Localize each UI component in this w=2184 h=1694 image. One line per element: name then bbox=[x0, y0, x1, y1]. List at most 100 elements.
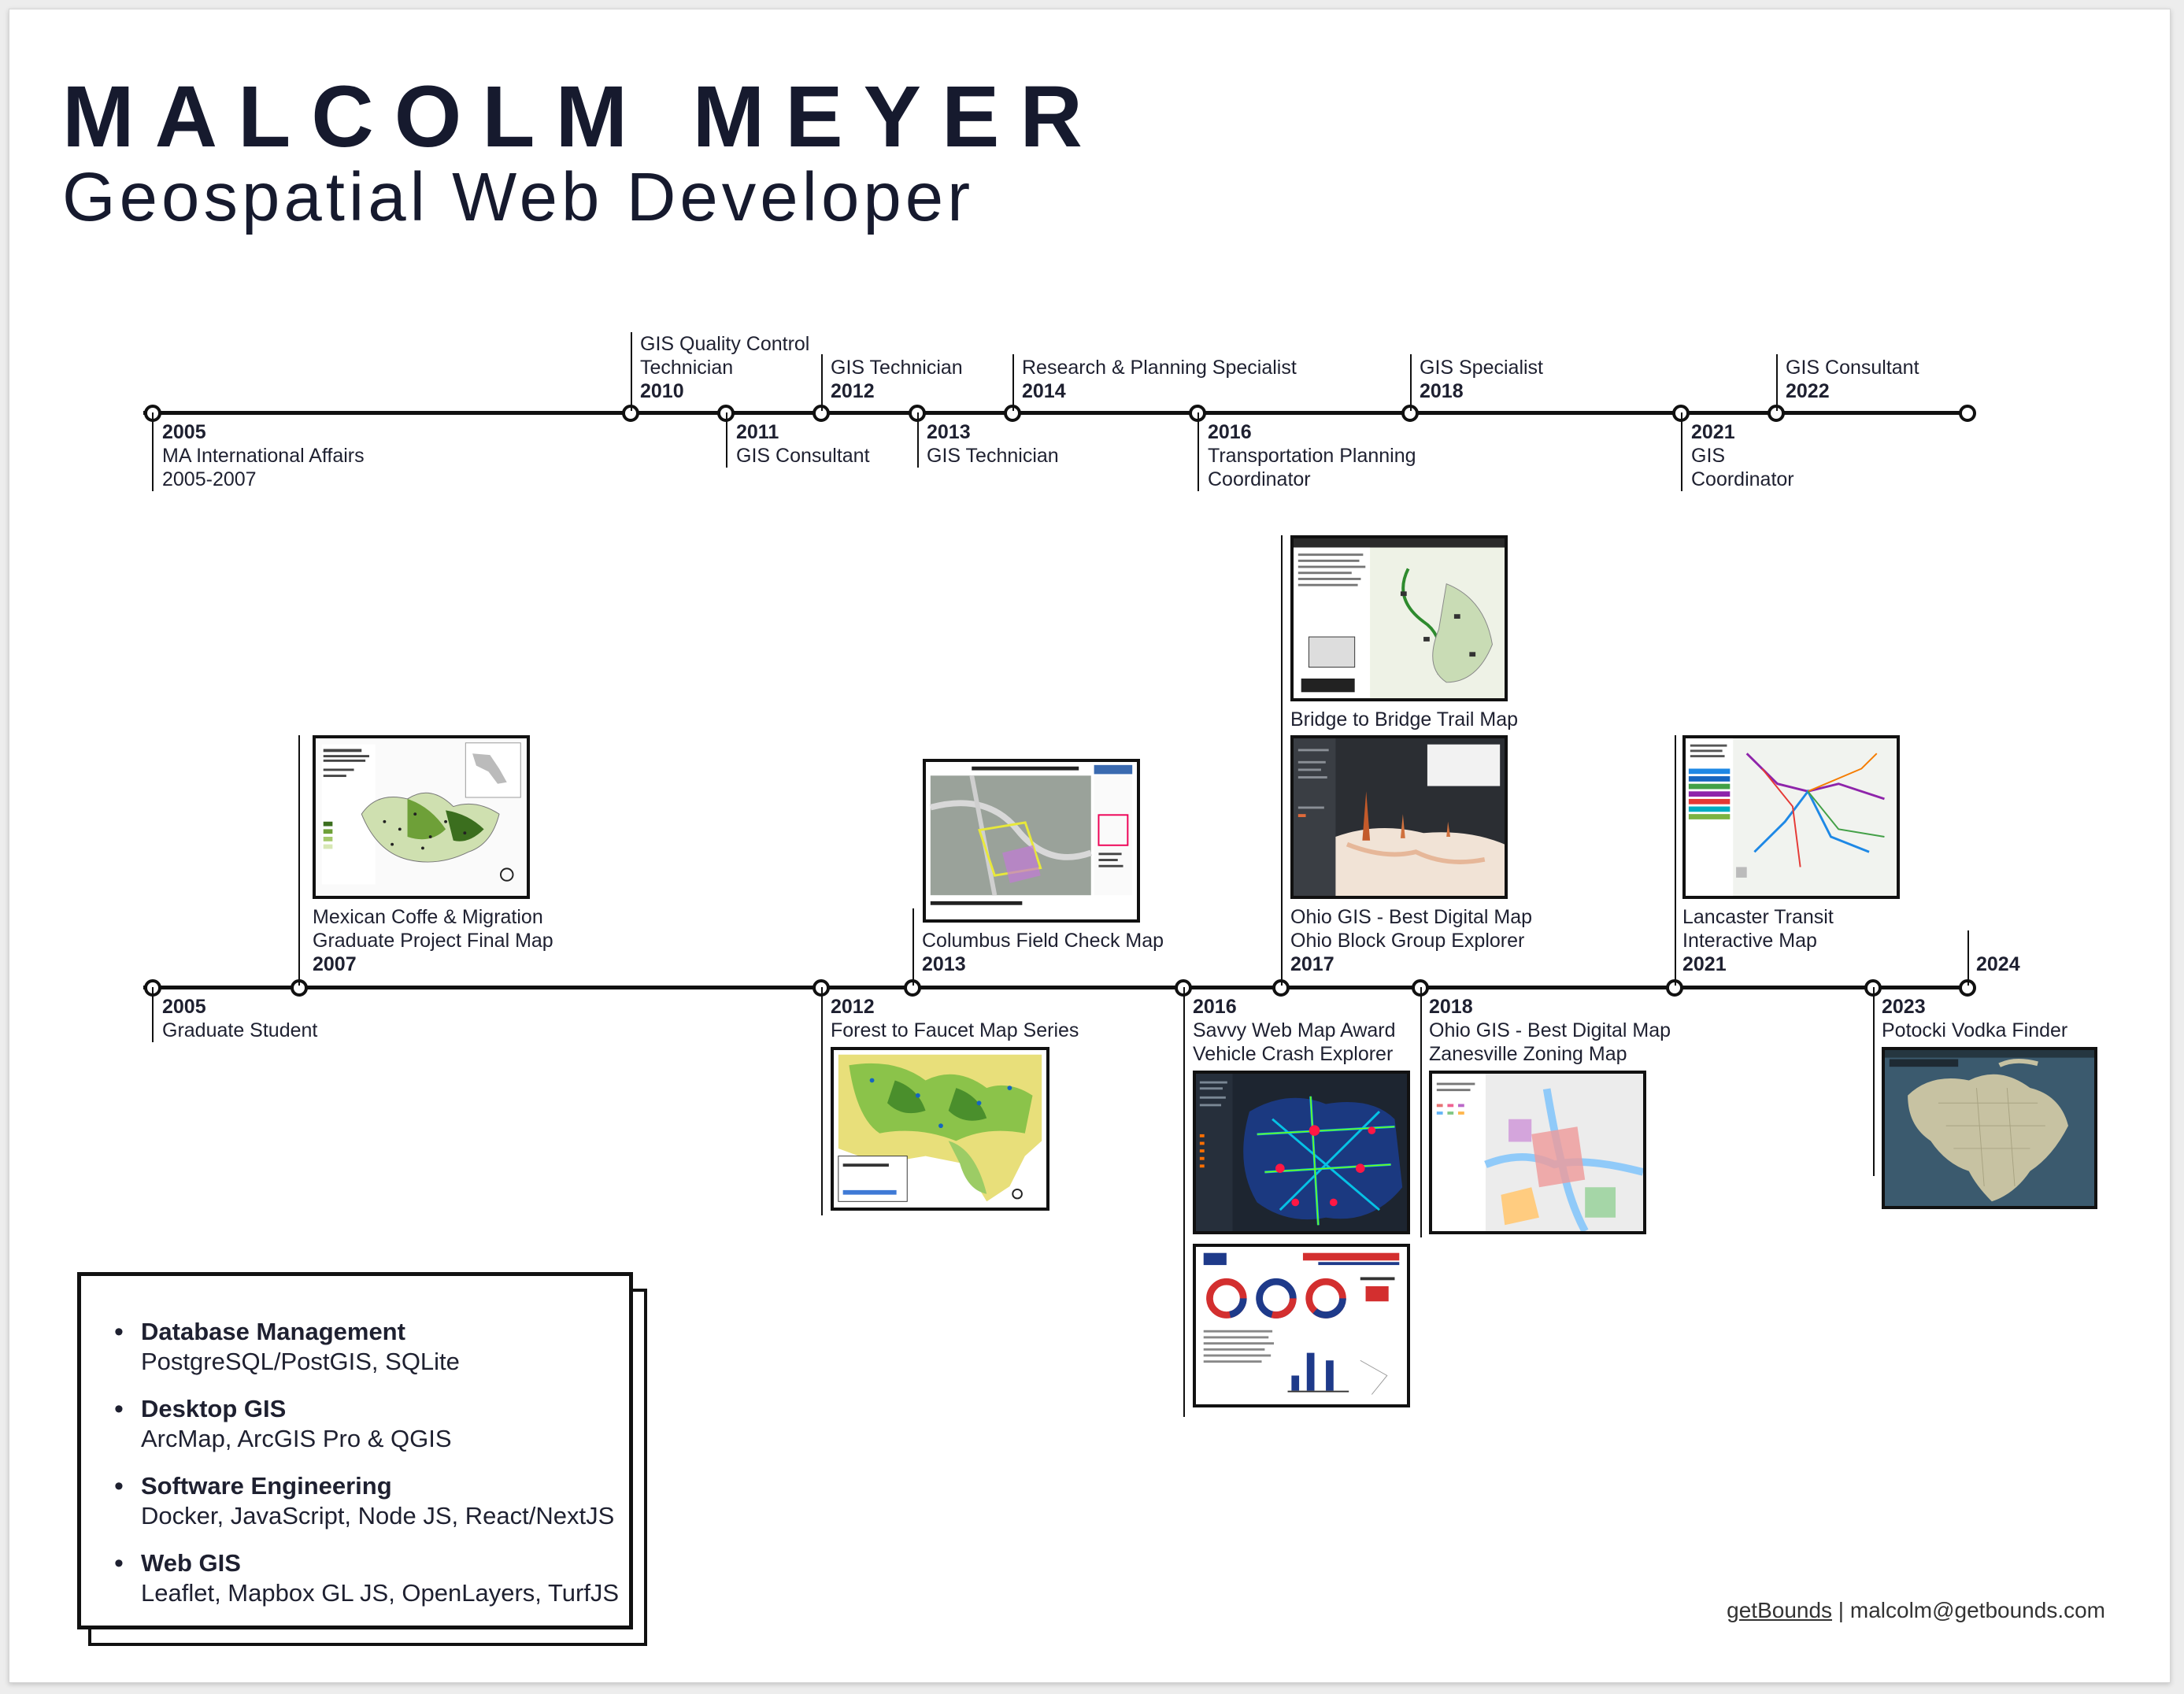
email-address[interactable]: malcolm@getbounds.com bbox=[1849, 1598, 2105, 1622]
resume-page: MALCOLM MEYER Geospatial Web Developer 2… bbox=[9, 9, 2171, 1683]
event-text: Vehicle Crash Explorer bbox=[1193, 1043, 1394, 1065]
skill-item-desktop-gis: Desktop GIS ArcMap, ArcGIS Pro & QGIS bbox=[114, 1394, 629, 1454]
event-text: GIS Quality Control bbox=[640, 333, 810, 355]
event-year: 2007 bbox=[313, 953, 357, 975]
skill-title: Web GIS bbox=[141, 1549, 241, 1577]
event-text: Potocki Vodka Finder bbox=[1882, 1019, 2068, 1041]
skill-detail: PostgreSQL/PostGIS, SQLite bbox=[141, 1348, 460, 1375]
project-event-2005: 2005 Graduate Student bbox=[162, 995, 317, 1042]
event-year: 2012 bbox=[831, 380, 875, 402]
map-thumbnail-potocki-vodka-finder[interactable] bbox=[1882, 1047, 2097, 1209]
event-text: GIS Technician bbox=[927, 445, 1059, 467]
person-name: MALCOLM MEYER bbox=[62, 68, 1103, 165]
career-tick bbox=[917, 412, 919, 468]
project-tick bbox=[152, 987, 154, 1042]
project-event-2018: 2018 Ohio GIS - Best Digital Map Zanesvi… bbox=[1429, 995, 1671, 1066]
map-thumbnail-vehicle-crash-explorer[interactable] bbox=[1193, 1071, 1410, 1234]
event-year: 2023 bbox=[1882, 996, 1926, 1018]
event-text: GIS Specialist bbox=[1420, 357, 1544, 379]
event-text: GIS Technician bbox=[831, 357, 963, 379]
event-year: 2018 bbox=[1420, 380, 1464, 402]
event-text: Bridge to Bridge Trail Map bbox=[1290, 708, 1519, 730]
career-tick bbox=[1197, 412, 1199, 491]
career-event-2022: GIS Consultant 2022 bbox=[1786, 356, 1919, 403]
event-year: 2012 bbox=[831, 996, 875, 1018]
event-text: MA International Affairs bbox=[162, 445, 365, 467]
event-year: 2024 bbox=[1976, 953, 2020, 975]
event-text: Research & Planning Specialist bbox=[1022, 357, 1297, 379]
event-year: 2022 bbox=[1786, 380, 1830, 402]
career-event-2012: GIS Technician 2012 bbox=[831, 356, 963, 403]
job-title: Geospatial Web Developer bbox=[62, 159, 975, 235]
event-year: 2013 bbox=[927, 421, 971, 443]
project-event-2012: 2012 Forest to Faucet Map Series bbox=[831, 995, 1079, 1042]
map-thumbnail-zanesville-zoning[interactable] bbox=[1429, 1071, 1646, 1234]
career-event-2005: 2005 MA International Affairs 2005-2007 bbox=[162, 420, 365, 491]
event-year: 2013 bbox=[922, 953, 966, 975]
skill-detail: Leaflet, Mapbox GL JS, OpenLayers, TurfJ… bbox=[141, 1579, 620, 1607]
career-tick bbox=[631, 332, 632, 411]
project-tick bbox=[1967, 930, 1969, 986]
event-text: Mexican Coffe & Migration bbox=[313, 906, 543, 928]
event-text: Ohio GIS - Best Digital Map bbox=[1290, 906, 1533, 928]
event-text: Forest to Faucet Map Series bbox=[831, 1019, 1079, 1041]
event-text: Coordinator bbox=[1691, 468, 1794, 490]
event-text: 2005-2007 bbox=[162, 468, 257, 490]
event-text: Columbus Field Check Map bbox=[922, 930, 1164, 952]
event-year: 2016 bbox=[1193, 996, 1237, 1018]
event-year: 2018 bbox=[1429, 996, 1473, 1018]
project-tick bbox=[912, 908, 914, 986]
career-event-2016: 2016 Transportation Planning Coordinator bbox=[1208, 420, 1416, 491]
event-year: 2010 bbox=[640, 380, 684, 402]
event-text: GIS bbox=[1691, 445, 1726, 467]
project-tick bbox=[1873, 987, 1875, 1176]
event-text: GIS Consultant bbox=[736, 445, 870, 467]
map-thumbnail-mexico-coffee-migration[interactable] bbox=[313, 735, 530, 899]
event-year: 2014 bbox=[1022, 380, 1066, 402]
map-thumbnail-columbus-field-check[interactable] bbox=[923, 759, 1140, 923]
event-text: GIS Consultant bbox=[1786, 357, 1919, 379]
career-node-end bbox=[1959, 405, 1976, 422]
event-text: Transportation Planning bbox=[1208, 445, 1416, 467]
project-tick bbox=[1183, 987, 1185, 1417]
event-text: Graduate Project Final Map bbox=[313, 930, 553, 952]
event-year: 2005 bbox=[162, 996, 206, 1018]
project-tick bbox=[1420, 987, 1422, 1237]
skill-title: Software Engineering bbox=[141, 1472, 392, 1500]
career-timeline-line bbox=[143, 411, 1974, 415]
career-tick bbox=[1410, 354, 1412, 411]
skill-detail: ArcMap, ArcGIS Pro & QGIS bbox=[141, 1425, 452, 1452]
getbounds-link[interactable]: getBounds bbox=[1727, 1598, 1833, 1622]
career-event-2018: GIS Specialist 2018 bbox=[1420, 356, 1543, 403]
project-label-bridge-trail: Bridge to Bridge Trail Map bbox=[1290, 708, 1518, 731]
career-tick bbox=[821, 354, 823, 411]
career-tick bbox=[726, 412, 727, 468]
skill-title: Database Management bbox=[141, 1318, 405, 1345]
project-tick bbox=[821, 987, 823, 1215]
project-event-2016: 2016 Savvy Web Map Award Vehicle Crash E… bbox=[1193, 995, 1396, 1066]
map-thumbnail-ohio-block-group-explorer[interactable] bbox=[1290, 735, 1508, 899]
map-thumbnail-bridge-to-bridge-trail[interactable] bbox=[1290, 535, 1508, 701]
skills-box: Database Management PostgreSQL/PostGIS, … bbox=[77, 1272, 633, 1629]
footer-contact: getBounds | malcolm@getbounds.com bbox=[1727, 1598, 2105, 1623]
skill-title: Desktop GIS bbox=[141, 1395, 287, 1422]
project-event-2007: Mexican Coffe & Migration Graduate Proje… bbox=[313, 905, 553, 976]
map-thumbnail-forest-to-faucet[interactable] bbox=[831, 1047, 1049, 1211]
event-text: Lancaster Transit bbox=[1682, 906, 1834, 928]
map-thumbnail-lancaster-transit[interactable] bbox=[1682, 735, 1900, 899]
project-event-2024: 2024 bbox=[1976, 952, 2020, 976]
event-text: Ohio GIS - Best Digital Map bbox=[1429, 1019, 1671, 1041]
career-tick bbox=[1776, 354, 1778, 411]
event-year: 2017 bbox=[1290, 953, 1334, 975]
career-event-2011: 2011 GIS Consultant bbox=[736, 420, 870, 468]
project-event-2021: Lancaster Transit Interactive Map 2021 bbox=[1682, 905, 1834, 976]
map-thumbnail-safety-snapshot[interactable] bbox=[1193, 1244, 1410, 1407]
project-event-2013: Columbus Field Check Map 2013 bbox=[922, 929, 1164, 976]
event-year: 2021 bbox=[1682, 953, 1727, 975]
skill-item-web-gis: Web GIS Leaflet, Mapbox GL JS, OpenLayer… bbox=[114, 1548, 629, 1608]
skill-detail: Docker, JavaScript, Node JS, React/NextJ… bbox=[141, 1502, 615, 1529]
project-tick bbox=[298, 735, 300, 986]
event-year: 2011 bbox=[736, 421, 779, 443]
event-year: 2005 bbox=[162, 421, 206, 443]
event-text: Interactive Map bbox=[1682, 930, 1817, 952]
